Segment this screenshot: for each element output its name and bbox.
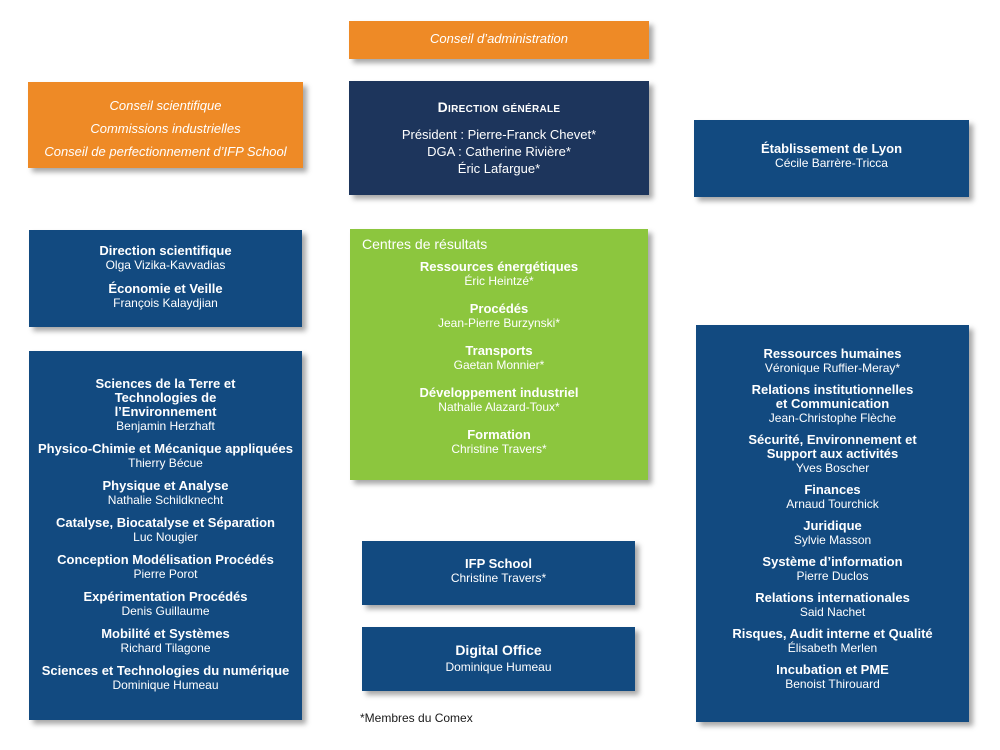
org-unit: Physique et Analyse Nathalie Schildknech…	[29, 478, 302, 508]
org-unit: Juridique Sylvie Masson	[696, 518, 969, 548]
unit-title: Ressources humaines	[763, 346, 902, 361]
comex-footnote: *Membres du Comex	[360, 711, 473, 725]
digital-office-box: Digital Office Dominique Humeau	[362, 627, 635, 691]
unit-title: Formation	[467, 427, 531, 442]
dga-line: DGA : Catherine Rivière*	[427, 144, 571, 159]
unit-head: Véronique Ruffier-Meray*	[764, 361, 901, 375]
conseil-administration-box: Conseil d’administration	[349, 21, 649, 59]
unit-head: Nathalie Alazard-Toux*	[438, 400, 560, 414]
unit-title: Conception Modélisation Procédés	[57, 552, 274, 567]
digital-office-head: Dominique Humeau	[445, 660, 552, 674]
unit-head: Éric Heintzé*	[464, 274, 534, 288]
unit-title: Direction scientifique	[99, 243, 232, 258]
unit-head: Élisabeth Merlen	[787, 641, 878, 655]
unit-head: Benjamin Herzhaft	[116, 419, 215, 433]
dga-line-2: Éric Lafargue*	[457, 161, 541, 176]
direction-generale-box: Direction générale Président : Pierre-Fr…	[349, 81, 649, 195]
unit-head: Jean-Christophe Flèche	[768, 411, 897, 425]
conseil-scientifique-label: Conseil scientifique	[109, 98, 222, 113]
etablissement-lyon-title: Établissement de Lyon	[760, 141, 903, 156]
org-unit: Développement industriel Nathalie Alazar…	[350, 385, 648, 415]
org-unit: Sécurité, Environnement et Support aux a…	[696, 432, 969, 476]
org-unit: Risques, Audit interne et Qualité Élisab…	[696, 626, 969, 656]
unit-title: Incubation et PME	[776, 662, 889, 677]
unit-title: Système d’information	[762, 554, 903, 569]
unit-head: François Kalaydjian	[113, 296, 218, 310]
org-unit: Ressources humaines Véronique Ruffier-Me…	[696, 346, 969, 376]
unit-title: Finances	[804, 482, 861, 497]
unit-title: Catalyse, Biocatalyse et Séparation	[56, 515, 275, 530]
unit-title: Expérimentation Procédés	[83, 589, 248, 604]
unit-head: Arnaud Tourchick	[786, 497, 879, 511]
unit-title: Ressources énergétiques	[419, 259, 579, 274]
org-unit: Expérimentation Procédés Denis Guillaume	[29, 589, 302, 619]
conseil-perfectionnement-label: Conseil de perfectionnement d’IFP School	[44, 144, 287, 159]
org-unit: Incubation et PME Benoist Thirouard	[696, 662, 969, 692]
org-unit: Mobilité et Systèmes Richard Tilagone	[29, 626, 302, 656]
commissions-industrielles-label: Commissions industrielles	[90, 121, 241, 136]
unit-head: Luc Nougier	[133, 530, 198, 544]
ifp-school-head: Christine Travers*	[450, 571, 547, 585]
unit-title: Relations institutionnelles et Communica…	[751, 382, 914, 411]
unit-head: Said Nachet	[799, 605, 866, 619]
unit-title: Sciences de la Terre et Technologies de …	[95, 376, 236, 419]
unit-title: Risques, Audit interne et Qualité	[732, 626, 933, 641]
org-unit: Conception Modélisation Procédés Pierre …	[29, 552, 302, 582]
org-unit: Formation Christine Travers*	[350, 427, 648, 457]
etablissement-lyon-box: Établissement de Lyon Cécile Barrère-Tri…	[694, 120, 969, 197]
org-unit: Sciences et Technologies du numérique Do…	[29, 663, 302, 693]
centres-resultats-box: Centres de résultats Ressources énergéti…	[350, 229, 648, 480]
ifp-school-box: IFP School Christine Travers*	[362, 541, 635, 605]
etablissement-lyon-name: Cécile Barrère-Tricca	[775, 156, 888, 170]
unit-head: Yves Boscher	[795, 461, 870, 475]
org-unit: Relations institutionnelles et Communica…	[696, 382, 969, 426]
unit-head: Thierry Bécue	[128, 456, 203, 470]
org-unit: Catalyse, Biocatalyse et Séparation Luc …	[29, 515, 302, 545]
unit-head: Pierre Porot	[133, 567, 198, 581]
unit-title: Juridique	[803, 518, 862, 533]
unit-head: Benoist Thirouard	[785, 677, 880, 691]
unit-title: Économie et Veille	[108, 281, 223, 296]
org-unit: Sciences de la Terre et Technologies de …	[29, 376, 302, 434]
org-unit: Procédés Jean-Pierre Burzynski*	[350, 301, 648, 331]
unit-head: Nathalie Schildknecht	[107, 493, 224, 507]
unit-title: Sécurité, Environnement et Support aux a…	[748, 432, 917, 461]
conseils-box: Conseil scientifique Commissions industr…	[28, 82, 303, 168]
org-unit: Direction scientifique Olga Vizika-Kavva…	[29, 243, 302, 273]
unit-title: Relations internationales	[755, 590, 910, 605]
centres-resultats-title: Centres de résultats	[362, 236, 488, 252]
president-line: Président : Pierre-Franck Chevet*	[401, 127, 597, 142]
unit-head: Gaetan Monnier*	[453, 358, 545, 372]
unit-title: Procédés	[469, 301, 529, 316]
unit-head: Richard Tilagone	[120, 641, 211, 655]
unit-head: Denis Guillaume	[121, 604, 210, 618]
direction-scientifique-box: Direction scientifique Olga Vizika-Kavva…	[29, 230, 302, 327]
unit-title: Sciences et Technologies du numérique	[41, 663, 290, 678]
departements-box: Sciences de la Terre et Technologies de …	[29, 351, 302, 720]
org-unit: Économie et Veille François Kalaydjian	[29, 281, 302, 311]
unit-head: Christine Travers*	[451, 442, 547, 456]
digital-office-title: Digital Office	[455, 642, 542, 658]
unit-head: Dominique Humeau	[112, 678, 219, 692]
unit-head: Jean-Pierre Burzynski*	[437, 316, 561, 330]
unit-title: Transports	[465, 343, 533, 358]
fonctions-support-box: Ressources humaines Véronique Ruffier-Me…	[696, 325, 969, 722]
unit-title: Développement industriel	[419, 385, 579, 400]
org-unit: Transports Gaetan Monnier*	[350, 343, 648, 373]
unit-head: Olga Vizika-Kavvadias	[105, 258, 226, 272]
org-unit: Système d’information Pierre Duclos	[696, 554, 969, 584]
unit-title: Physico-Chimie et Mécanique appliquées	[37, 441, 293, 456]
org-unit: Physico-Chimie et Mécanique appliquées T…	[29, 441, 302, 471]
unit-title: Physique et Analyse	[102, 478, 229, 493]
unit-head: Sylvie Masson	[793, 533, 872, 547]
ifp-school-title: IFP School	[465, 556, 532, 571]
conseil-administration-label: Conseil d’administration	[429, 31, 568, 46]
org-unit: Relations internationales Said Nachet	[696, 590, 969, 620]
org-unit: Ressources énergétiques Éric Heintzé*	[350, 259, 648, 289]
direction-generale-title: Direction générale	[437, 99, 561, 115]
unit-title: Mobilité et Systèmes	[101, 626, 230, 641]
unit-head: Pierre Duclos	[796, 569, 869, 583]
org-unit: Finances Arnaud Tourchick	[696, 482, 969, 512]
